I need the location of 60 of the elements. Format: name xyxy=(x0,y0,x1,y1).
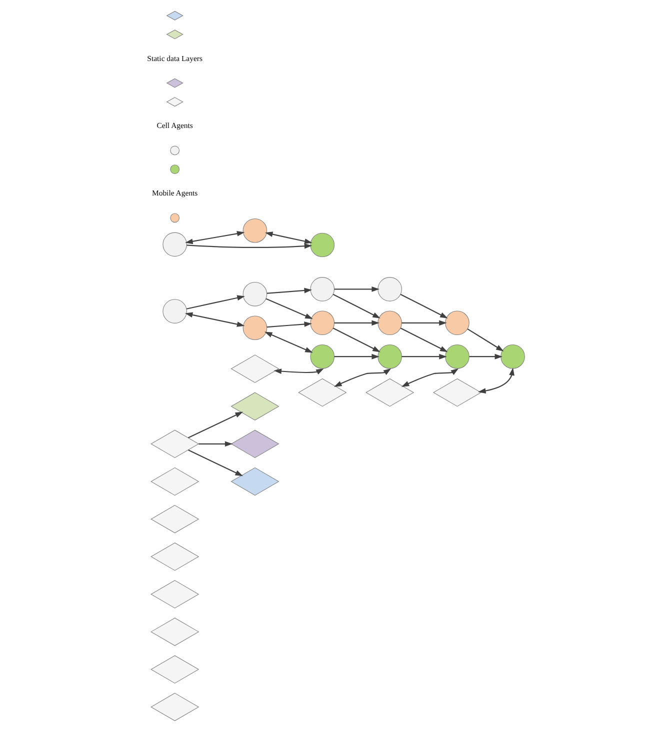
arrow xyxy=(402,353,447,359)
arrow xyxy=(266,287,312,294)
node-diamond xyxy=(150,654,200,684)
arrow xyxy=(266,321,312,328)
legend-label: Mobile Agents xyxy=(152,188,198,198)
arrow xyxy=(188,411,244,438)
node-circle xyxy=(242,282,268,306)
arrow xyxy=(264,331,313,352)
node-diamond xyxy=(150,692,200,721)
node-circle xyxy=(378,276,402,301)
node-circle xyxy=(310,276,335,301)
arrow xyxy=(266,298,313,319)
arrow xyxy=(478,367,514,393)
node-diamond xyxy=(230,354,280,382)
node-diamond xyxy=(150,466,200,496)
node-circle xyxy=(445,344,470,368)
node-circle xyxy=(378,344,402,368)
node-circle xyxy=(162,298,187,323)
node-circle xyxy=(500,344,525,368)
legend-label: Static data Layers xyxy=(147,53,202,62)
arrow xyxy=(401,368,459,386)
arrow xyxy=(264,231,312,244)
arrow xyxy=(467,328,504,351)
node-diamond xyxy=(432,378,482,406)
arrow xyxy=(184,312,245,326)
arrow xyxy=(334,353,380,359)
node-circle xyxy=(242,315,268,340)
node-diamond xyxy=(150,617,200,646)
arrow xyxy=(334,368,392,386)
node-diamond xyxy=(150,542,200,570)
arrow xyxy=(332,293,380,318)
node-circle xyxy=(445,310,470,335)
node-diamond xyxy=(150,504,200,533)
node-diamond xyxy=(230,429,280,458)
arrow xyxy=(198,440,233,446)
node-diamond xyxy=(230,466,280,496)
arrow xyxy=(400,293,448,318)
node-circle xyxy=(378,310,402,335)
node-circle xyxy=(310,344,335,368)
node-diamond xyxy=(298,378,347,406)
arrow xyxy=(469,353,503,359)
arrow xyxy=(402,320,447,326)
node-circle xyxy=(242,218,268,242)
node-circle xyxy=(310,310,335,335)
node-circle xyxy=(310,232,335,257)
arrow xyxy=(334,320,380,326)
arrow xyxy=(185,230,245,244)
node-diamond xyxy=(150,580,200,608)
legend-label: Cell Agents xyxy=(156,120,193,130)
arrow xyxy=(186,294,245,309)
arrow xyxy=(400,327,448,352)
arrow xyxy=(332,327,380,352)
arrow xyxy=(186,242,312,248)
node-circle xyxy=(162,232,187,256)
arrow xyxy=(334,286,380,292)
arrow xyxy=(188,449,244,476)
node-diamond xyxy=(230,392,280,420)
node-diamond xyxy=(150,429,200,458)
arrow xyxy=(274,368,324,374)
node-diamond xyxy=(365,378,414,406)
